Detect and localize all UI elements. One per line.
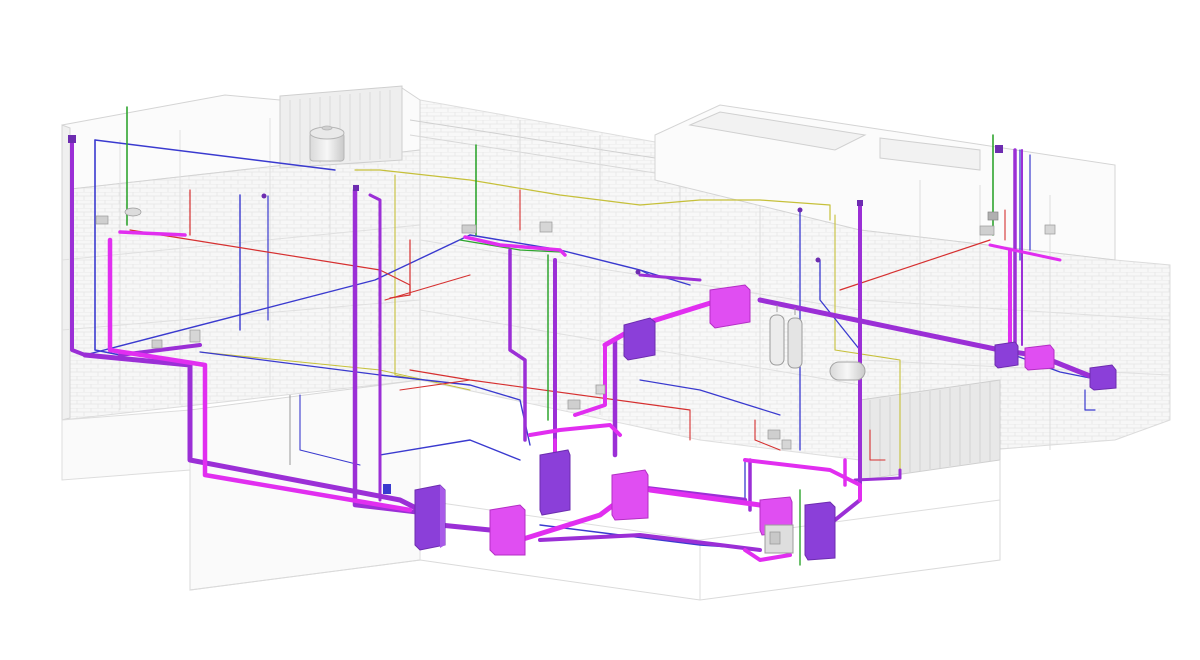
- valve-box: [383, 484, 391, 494]
- chamber-center-left: [489, 504, 526, 556]
- wc-fixture-lower-right: [767, 429, 792, 450]
- chamber-upper: [709, 284, 751, 329]
- pipe-terminations: [68, 135, 1003, 275]
- water-tank: [309, 125, 345, 162]
- building-left-wing: [61, 87, 421, 591]
- chamber-center-right: [611, 469, 649, 521]
- chamber-left: [414, 484, 446, 551]
- wc-fixture-center: [567, 384, 606, 410]
- wc-fixture-top-center: [461, 221, 553, 234]
- chamber-far-right: [994, 341, 1117, 391]
- chamber-mid-upper: [623, 317, 656, 361]
- pressure-vessels: [769, 305, 803, 369]
- wc-fixture-top-left: [95, 207, 142, 225]
- wc-fixture-mid-left: [151, 329, 201, 349]
- chamber-center: [539, 449, 571, 516]
- sanitary-fixtures: [95, 207, 1056, 450]
- hydro-tank: [829, 361, 866, 381]
- pump-room-equipment: [764, 305, 866, 554]
- pump-unit: [764, 524, 794, 554]
- wc-fixture-right: [979, 211, 1056, 236]
